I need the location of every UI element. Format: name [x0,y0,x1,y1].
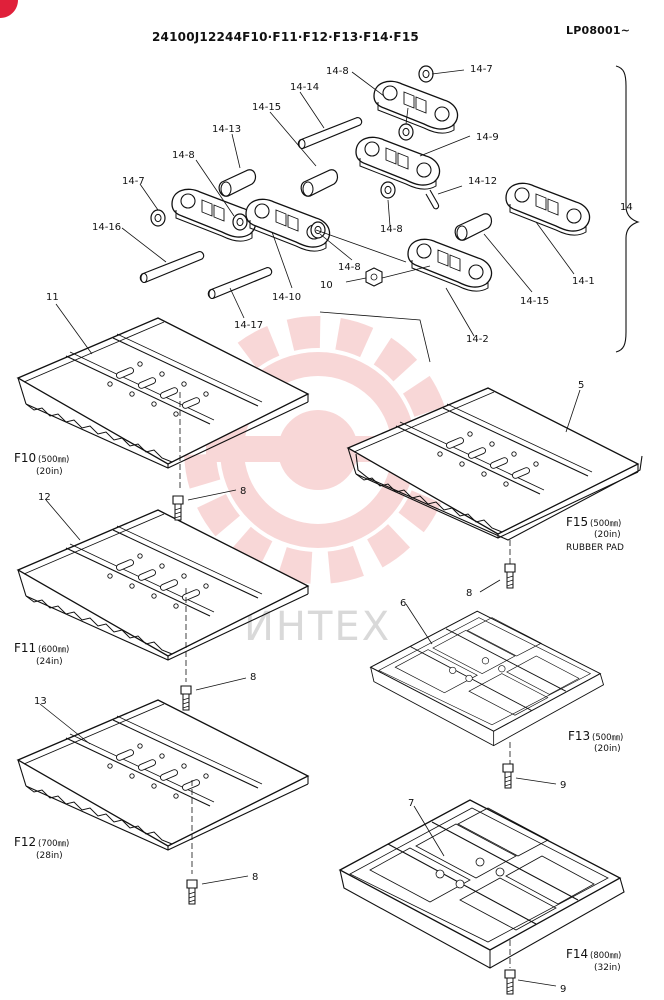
shoe-f11 [17,509,309,682]
callout-8-b: 8 [250,672,256,683]
shoe-f10 [17,317,309,490]
shoe-f12 [17,699,309,874]
label-f10-mm: (500㎜) [38,455,69,465]
callout-14-8-left: 14-8 [172,150,195,161]
corner-mark [0,0,18,18]
callout-8-d: 8 [466,588,472,599]
label-f15-note: RUBBER PAD [566,543,624,553]
diagram-code: LP08001~ [566,24,631,37]
callout-10: 10 [320,280,333,291]
callout-13: 13 [34,696,47,707]
callout-11: 11 [46,292,59,303]
callout-6: 6 [400,598,406,609]
callout-14-9: 14-9 [476,132,499,143]
label-f11-mm: (600㎜) [38,645,69,655]
callout-14-2: 14-2 [466,334,489,345]
label-f13-model: F13 [568,729,590,743]
link-assembly [139,65,640,363]
label-f12: F12 (700㎜) (28in) [14,835,69,861]
bolt-8-c [186,879,198,905]
callout-14: 14 [620,202,633,213]
label-f14: F14 (800㎜) (32in) [566,947,621,973]
callout-14-7-left: 14-7 [122,176,145,187]
callout-14-16: 14-16 [92,222,121,233]
shoe-f13 [370,610,605,768]
callout-14-14: 14-14 [290,82,319,93]
label-f10-inch: (20in) [36,467,63,477]
label-f13-inch: (20in) [594,744,621,754]
callout-14-8-right: 14-8 [380,224,403,235]
callout-14-15-top: 14-15 [252,102,281,113]
bolt-9-b [504,969,516,995]
callout-12: 12 [38,492,51,503]
label-f13-mm: (500㎜) [592,733,623,743]
label-f12-mm: (700㎜) [38,839,69,849]
label-f15: F15 (500㎜) (20in) RUBBER PAD [566,515,624,553]
label-f15-inch: (20in) [594,530,621,540]
callout-14-8-mid: 14-8 [338,262,361,273]
callout-5: 5 [578,380,584,391]
bolt-8-b [180,685,192,711]
callout-14-13: 14-13 [212,124,241,135]
callout-14-8-top: 14-8 [326,66,349,77]
label-f14-model: F14 [566,947,588,961]
label-f12-model: F12 [14,835,36,849]
bolt-8-d [504,563,516,589]
label-f12-inch: (28in) [36,851,63,861]
bolt-9-a [502,763,514,789]
shoe-f15 [347,387,643,566]
bolt-8-a [172,495,184,521]
label-f14-inch: (32in) [594,963,621,973]
callout-14-7-top: 14-7 [470,64,493,75]
callout-14-12: 14-12 [468,176,497,187]
shoe-f14 [339,799,625,969]
label-f14-mm: (800㎜) [590,951,621,961]
callout-14-15-bottom: 14-15 [520,296,549,307]
label-f15-mm: (500㎜) [590,519,621,529]
label-f11: F11 (600㎜) (24in) [14,641,69,667]
label-f11-inch: (24in) [36,657,63,667]
callout-8-c: 8 [252,872,258,883]
callout-14-1: 14-1 [572,276,595,287]
callout-9-b: 9 [560,984,566,995]
label-f10-model: F10 [14,451,36,465]
label-f10: F10 (500㎜) (20in) [14,451,69,477]
callout-9-a: 9 [560,780,566,791]
callout-14-10: 14-10 [272,292,301,303]
label-f13: F13 (500㎜) (20in) [568,729,623,754]
watermark-text: ИНТЕХ [244,604,391,650]
label-f11-model: F11 [14,641,36,655]
callout-7: 7 [408,798,414,809]
diagram-title: 24100J12244F10·F11·F12·F13·F14·F15 [152,30,419,44]
label-f15-model: F15 [566,515,588,529]
callout-14-17: 14-17 [234,320,263,331]
callout-8-a: 8 [240,486,246,497]
